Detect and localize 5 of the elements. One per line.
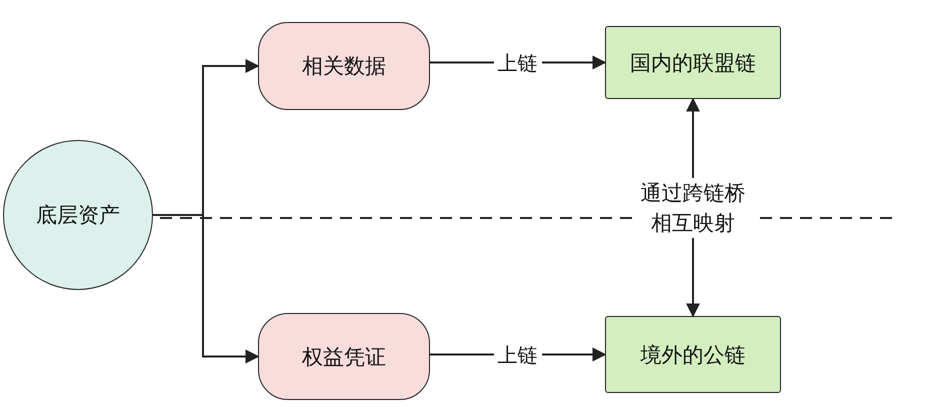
process-box: 相关数据: [258, 22, 430, 110]
chain-box: 国内的联盟链: [605, 26, 781, 99]
asset-circle: 底层资产: [3, 140, 153, 290]
process-box: 权益凭证: [258, 313, 430, 400]
chain-box: 境外的公链: [605, 316, 781, 393]
